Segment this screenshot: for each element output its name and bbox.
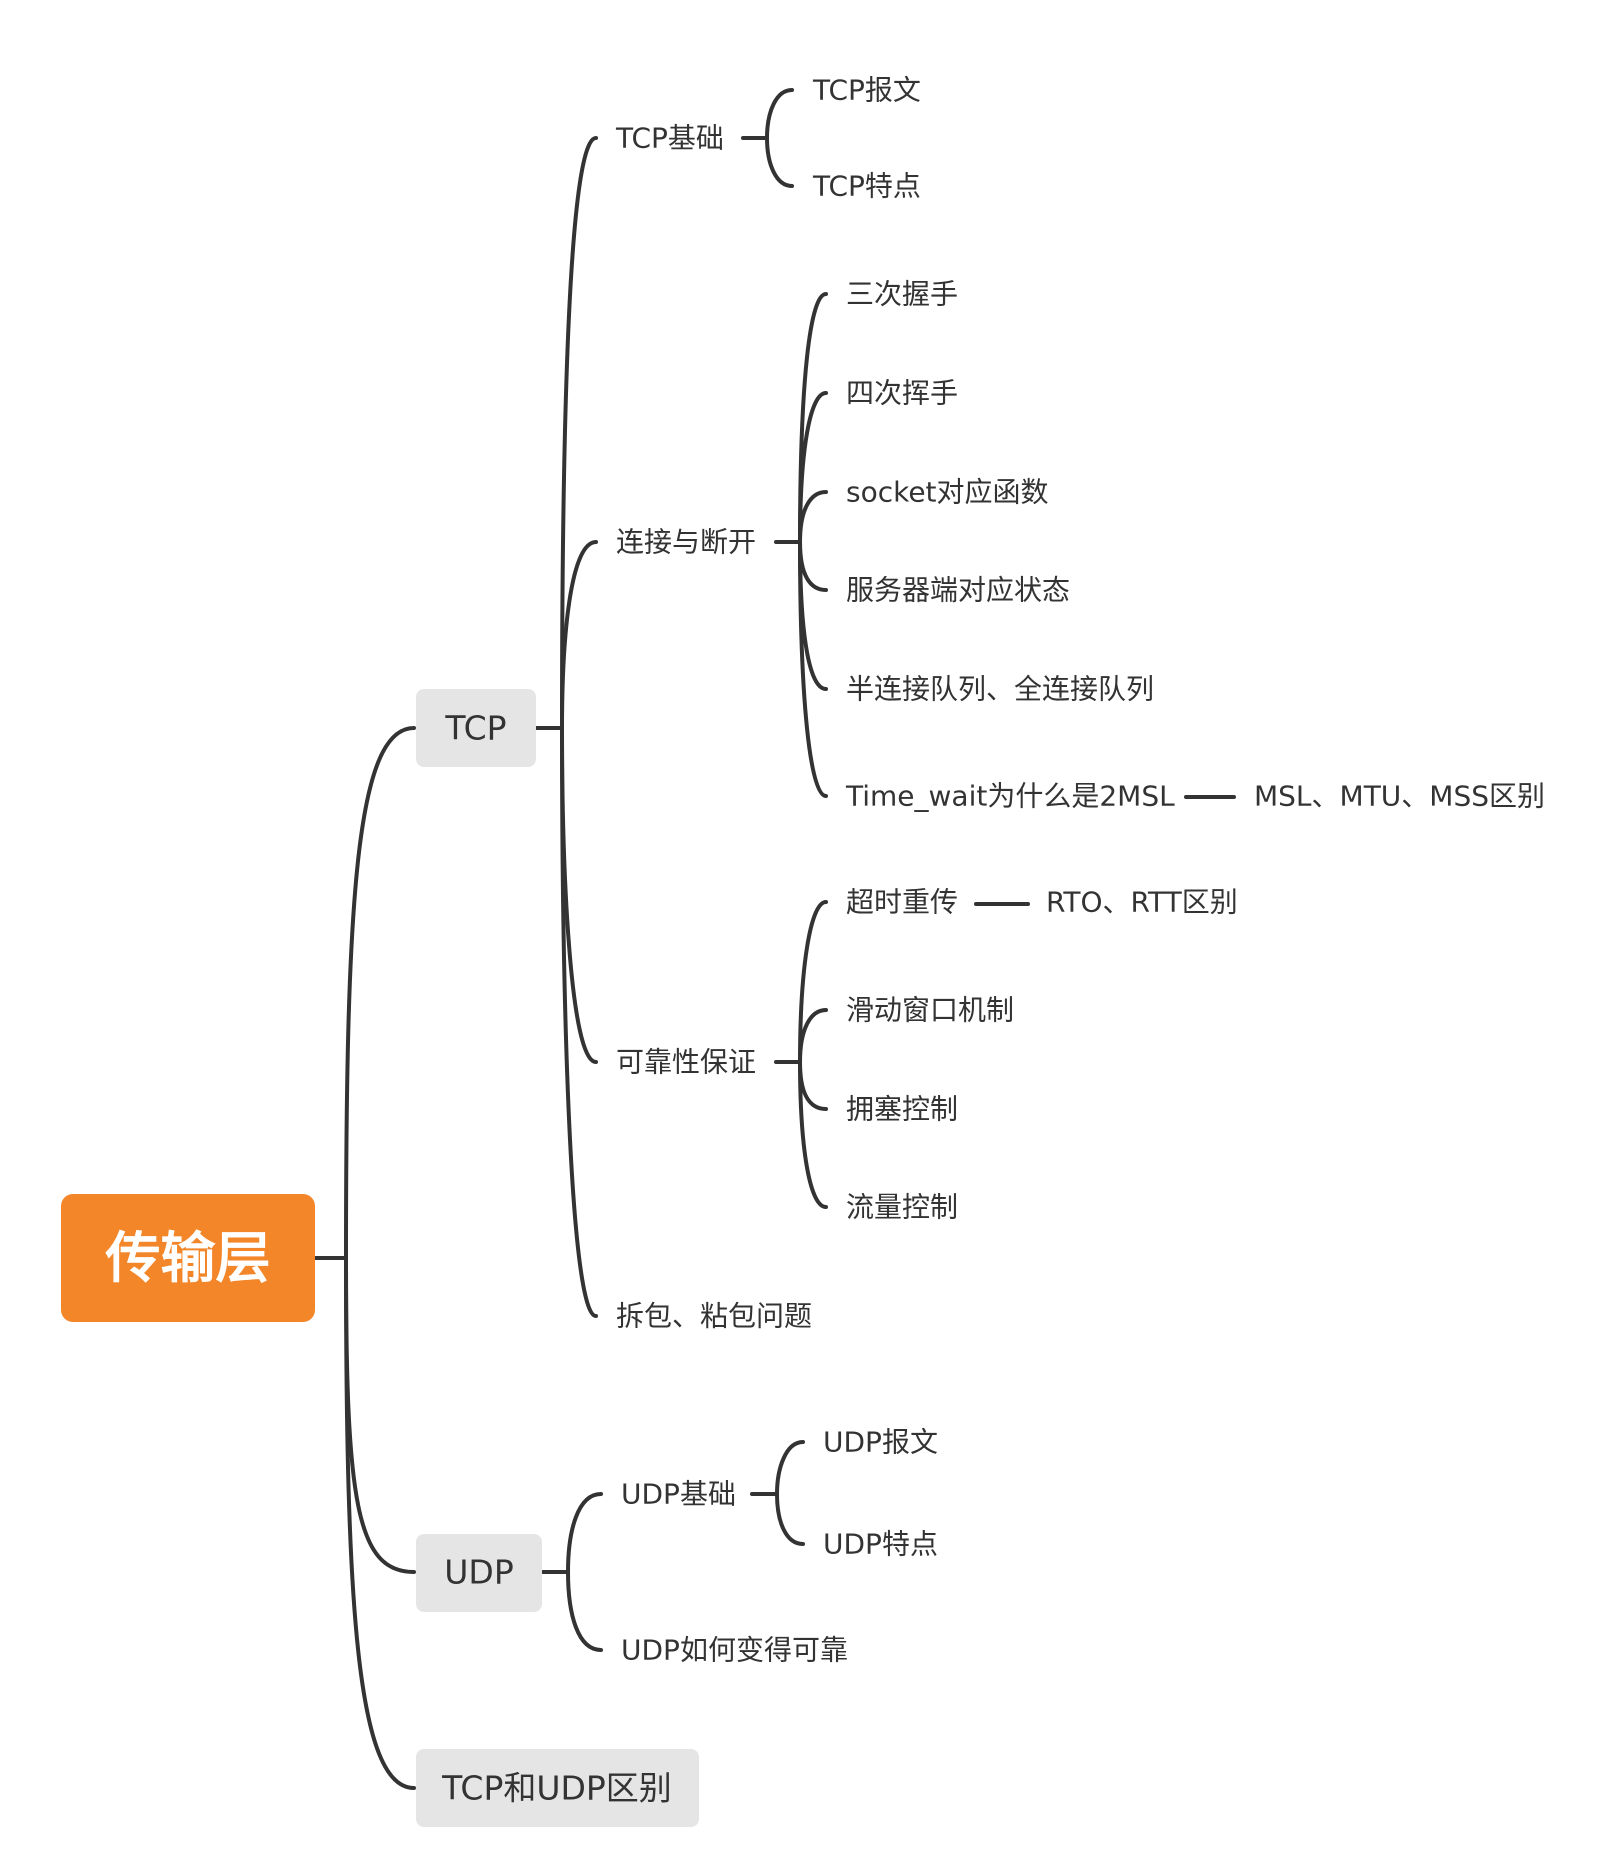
node-udp-label: UDP	[444, 1553, 513, 1592]
node-congestion-control[interactable]: 拥塞控制	[846, 1093, 958, 1126]
node-udp-datagram[interactable]: UDP报文	[823, 1426, 938, 1459]
node-tcp-features[interactable]: TCP特点	[812, 170, 921, 203]
node-time-wait[interactable]: Time_wait为什么是2MSL	[845, 780, 1175, 813]
node-retransmission[interactable]: 超时重传	[846, 886, 958, 919]
node-udp-features[interactable]: UDP特点	[823, 1528, 938, 1561]
node-tcp-label: TCP	[444, 709, 506, 748]
node-connection[interactable]: 连接与断开	[616, 526, 756, 559]
node-connection-queues[interactable]: 半连接队列、全连接队列	[846, 673, 1154, 706]
node-server-states[interactable]: 服务器端对应状态	[846, 574, 1070, 607]
node-udp-reliable[interactable]: UDP如何变得可靠	[621, 1634, 848, 1667]
node-tcp-box	[416, 689, 536, 767]
node-tcp-basics[interactable]: TCP基础	[615, 122, 724, 155]
node-tcp-segment[interactable]: TCP报文	[812, 74, 921, 107]
node-reliability[interactable]: 可靠性保证	[616, 1046, 756, 1079]
node-tcp-udp-diff-box	[416, 1749, 699, 1827]
node-rto-rtt[interactable]: RTO、RTT区别	[1046, 886, 1238, 919]
node-tcp-udp-diff-label: TCP和UDP区别	[441, 1769, 672, 1808]
node-three-way-handshake[interactable]: 三次握手	[846, 278, 958, 311]
connector-lines	[312, 88, 1236, 1790]
node-packet-splitting[interactable]: 拆包、粘包问题	[616, 1300, 812, 1333]
node-udp-basics[interactable]: UDP基础	[621, 1478, 736, 1511]
node-tcp-udp-diff[interactable]: TCP和UDP区别	[416, 1749, 699, 1827]
node-msl-mtu-mss[interactable]: MSL、MTU、MSS区别	[1254, 780, 1545, 813]
node-udp[interactable]: UDP	[416, 1534, 542, 1612]
node-tcp[interactable]: TCP	[416, 689, 536, 767]
node-four-way-wave[interactable]: 四次挥手	[846, 377, 958, 410]
node-socket-functions[interactable]: socket对应函数	[846, 476, 1049, 509]
root-node[interactable]: 传输层	[61, 1194, 315, 1322]
node-udp-box	[416, 1534, 542, 1612]
node-flow-control[interactable]: 流量控制	[846, 1191, 958, 1224]
node-sliding-window[interactable]: 滑动窗口机制	[846, 994, 1014, 1027]
root-node-box	[61, 1194, 315, 1322]
root-node-label: 传输层	[104, 1226, 270, 1290]
